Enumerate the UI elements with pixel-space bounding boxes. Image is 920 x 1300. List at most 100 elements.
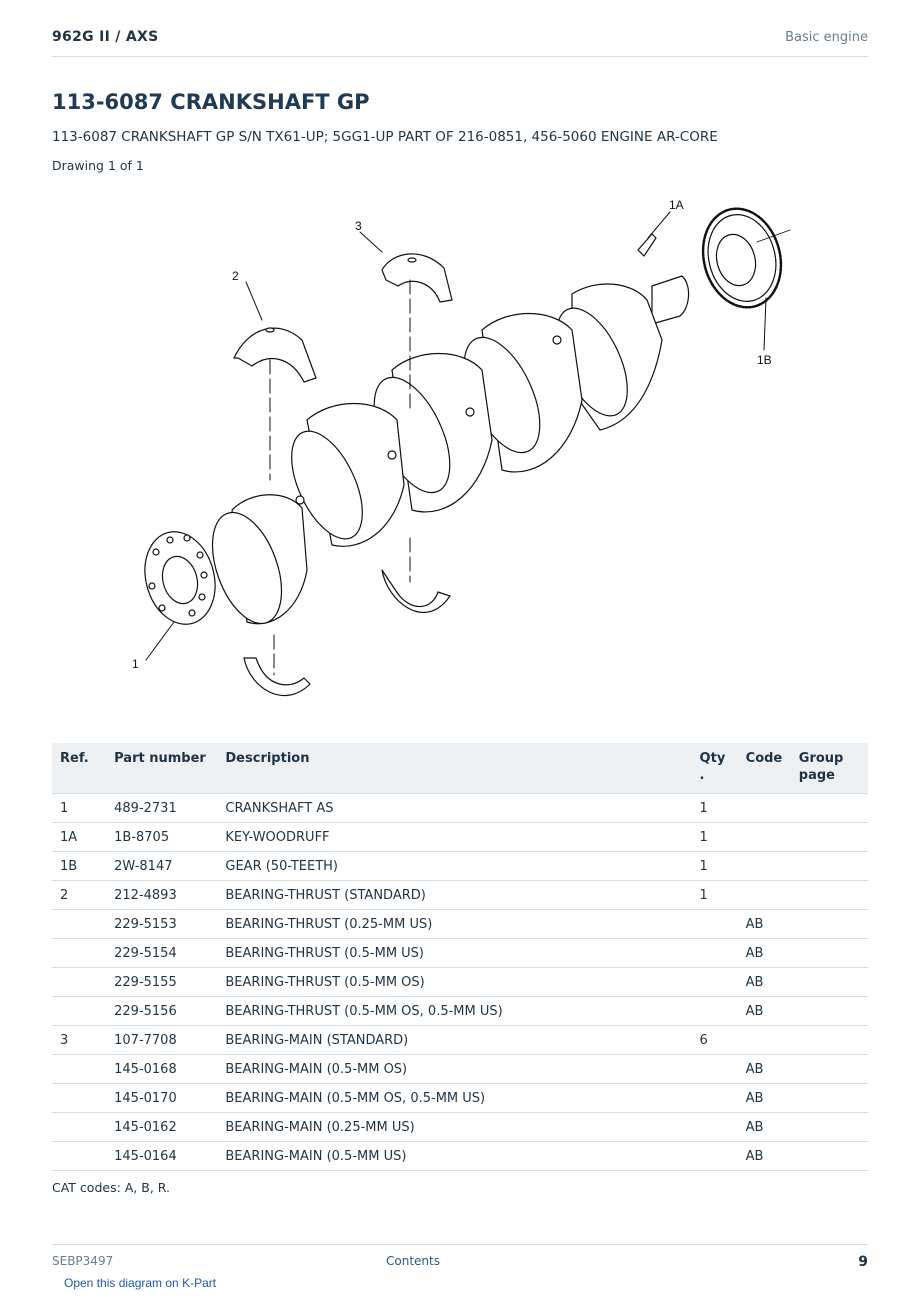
code-cell: AB	[737, 1054, 791, 1084]
part-number-cell: 107-7708	[106, 1025, 218, 1055]
qty-cell	[691, 938, 738, 968]
group-page-cell	[790, 1112, 868, 1142]
callout-2: 2	[232, 269, 239, 283]
part-number-cell: 229-5153	[106, 909, 218, 939]
code-cell: AB	[737, 1141, 791, 1171]
main-bearing-upper-drawing	[381, 253, 453, 303]
ref-cell	[52, 1083, 107, 1113]
description-cell: BEARING-MAIN (0.5-MM US)	[217, 1141, 692, 1171]
callout-1b: 1B	[757, 353, 772, 367]
group-page-cell	[790, 1025, 868, 1055]
group-page-cell	[790, 880, 868, 910]
section-label: Basic engine	[785, 30, 868, 45]
page-title: 113-6087 CRANKSHAFT GP	[52, 90, 370, 114]
qty-cell	[691, 909, 738, 939]
contents-link[interactable]: Contents	[386, 1254, 440, 1268]
code-cell: AB	[737, 967, 791, 997]
code-cell: AB	[737, 938, 791, 968]
group-page-cell	[790, 793, 868, 823]
kpart-link[interactable]: Open this diagram on K-Part	[64, 1276, 217, 1290]
group-page-cell	[790, 822, 868, 852]
description-cell: CRANKSHAFT AS	[217, 793, 692, 823]
description-cell: GEAR (50-TEETH)	[217, 851, 692, 881]
qty-cell: 1	[691, 880, 738, 910]
qty-cell: 6	[691, 1025, 738, 1055]
description-cell: BEARING-THRUST (0.25-MM US)	[217, 909, 692, 939]
ref-cell	[52, 996, 107, 1026]
code-cell	[737, 793, 791, 823]
model-label: 962G II / AXS	[52, 29, 159, 45]
code-cell	[737, 880, 791, 910]
document-id: SEBP3497	[52, 1254, 114, 1268]
qty-cell	[691, 1141, 738, 1171]
callout-1: 1	[132, 657, 139, 671]
description-cell: BEARING-MAIN (0.5-MM OS)	[217, 1054, 692, 1084]
ref-cell	[52, 1054, 107, 1084]
group-page-cell	[790, 851, 868, 881]
code-cell: AB	[737, 1083, 791, 1113]
description-cell: BEARING-THRUST (STANDARD)	[217, 880, 692, 910]
crankshaft-diagram: 3 2 1 1A 1B	[52, 190, 868, 720]
qty-cell	[691, 967, 738, 997]
ref-cell	[52, 938, 107, 968]
group-page-cell	[790, 967, 868, 997]
ref-cell: 2	[52, 880, 107, 910]
col-ref: Ref.	[52, 743, 107, 794]
thrust-bearing-drawing	[233, 327, 317, 383]
page-header: 962G II / AXS Basic engine	[52, 28, 868, 57]
group-page-cell	[790, 1141, 868, 1171]
part-number-cell: 229-5155	[106, 967, 218, 997]
ref-cell: 1	[52, 793, 107, 823]
part-number-cell: 145-0168	[106, 1054, 218, 1084]
col-qty: Qty .	[691, 743, 738, 794]
code-cell: AB	[737, 909, 791, 939]
col-description: Description	[217, 743, 692, 794]
part-number-cell: 145-0170	[106, 1083, 218, 1113]
group-page-cell	[790, 909, 868, 939]
ref-cell	[52, 967, 107, 997]
qty-cell	[691, 1112, 738, 1142]
woodruff-key-drawing	[637, 233, 657, 257]
table-header-row: Ref. Part number Description Qty . Code …	[52, 743, 868, 794]
ref-cell: 1A	[52, 822, 107, 852]
description-cell: BEARING-MAIN (STANDARD)	[217, 1025, 692, 1055]
code-cell: AB	[737, 996, 791, 1026]
description-cell: BEARING-MAIN (0.25-MM US)	[217, 1112, 692, 1142]
description-cell: BEARING-MAIN (0.5-MM OS, 0.5-MM US)	[217, 1083, 692, 1113]
ref-cell	[52, 909, 107, 939]
qty-cell: 1	[691, 851, 738, 881]
code-cell: AB	[737, 1112, 791, 1142]
description-cell: BEARING-THRUST (0.5-MM OS, 0.5-MM US)	[217, 996, 692, 1026]
col-part-number: Part number	[106, 743, 218, 794]
code-cell	[737, 851, 791, 881]
qty-cell	[691, 996, 738, 1026]
part-number-cell: 145-0162	[106, 1112, 218, 1142]
page-number: 9	[858, 1254, 868, 1270]
part-number-cell: 212-4893	[106, 880, 218, 910]
parts-table: Ref. Part number Description Qty . Code …	[52, 743, 868, 1171]
callout-3: 3	[355, 219, 362, 233]
main-bearing-lower-drawing	[381, 569, 451, 613]
page-footer: SEBP3497 Contents 9	[52, 1244, 868, 1275]
thrust-bearing-lower-drawing	[243, 657, 311, 696]
ref-cell	[52, 1112, 107, 1142]
description-cell: BEARING-THRUST (0.5-MM US)	[217, 938, 692, 968]
qty-cell	[691, 1054, 738, 1084]
part-number-cell: 2W-8147	[106, 851, 218, 881]
part-number-cell: 229-5156	[106, 996, 218, 1026]
gear-drawing	[701, 207, 791, 309]
callout-1a: 1A	[669, 198, 684, 212]
